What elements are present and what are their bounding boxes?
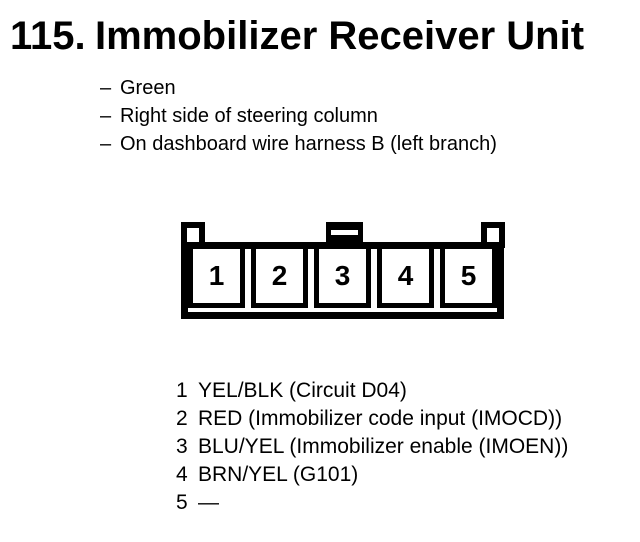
pin-number: 5 (176, 491, 188, 514)
bullet-dash: – (100, 133, 112, 155)
pin-cavity-5: 5 (440, 249, 497, 308)
connector-body: 1 2 3 4 5 (181, 242, 504, 319)
location-notes: – Green – Right side of steering column … (100, 74, 497, 158)
note-text: Right side of steering column (120, 105, 378, 127)
pin-description: RED (Immobilizer code input (IMOCD)) (198, 407, 563, 430)
pin-legend: 1 YEL/BLK (Circuit D04) 2 RED (Immobiliz… (176, 377, 568, 517)
page-title-text: Immobilizer Receiver Unit (95, 14, 585, 58)
list-item: – Green (100, 74, 497, 102)
connector-diagram: 1 2 3 4 5 (181, 222, 508, 319)
bullet-dash: – (100, 77, 112, 99)
pin-legend-row: 2 RED (Immobilizer code input (IMOCD)) (176, 405, 568, 433)
pin-description: — (198, 491, 219, 514)
pin-legend-row: 4 BRN/YEL (G101) (176, 461, 568, 489)
list-item: – Right side of steering column (100, 102, 497, 130)
pin-number: 2 (176, 407, 188, 430)
bullet-dash: – (100, 105, 112, 127)
latch-slot (331, 230, 358, 235)
section-number: 115. (10, 14, 86, 58)
pin-cavity-1: 1 (188, 249, 245, 308)
page-title: 115. Immobilizer Receiver Unit (10, 13, 584, 59)
pin-cavity-2: 2 (251, 249, 308, 308)
pin-description: BRN/YEL (G101) (198, 463, 359, 486)
pin-cavity-4: 4 (377, 249, 434, 308)
pin-number: 4 (176, 463, 188, 486)
pin-legend-row: 5 — (176, 489, 568, 517)
pin-legend-row: 3 BLU/YEL (Immobilizer enable (IMOEN)) (176, 433, 568, 461)
pin-description: YEL/BLK (Circuit D04) (198, 379, 407, 402)
pin-legend-row: 1 YEL/BLK (Circuit D04) (176, 377, 568, 405)
pin-number: 3 (176, 435, 188, 458)
pin-description: BLU/YEL (Immobilizer enable (IMOEN)) (198, 435, 569, 458)
note-text: On dashboard wire harness B (left branch… (120, 133, 497, 155)
note-text: Green (120, 77, 176, 99)
pin-number: 1 (176, 379, 188, 402)
list-item: – On dashboard wire harness B (left bran… (100, 130, 497, 158)
pin-cavity-3: 3 (314, 249, 371, 308)
